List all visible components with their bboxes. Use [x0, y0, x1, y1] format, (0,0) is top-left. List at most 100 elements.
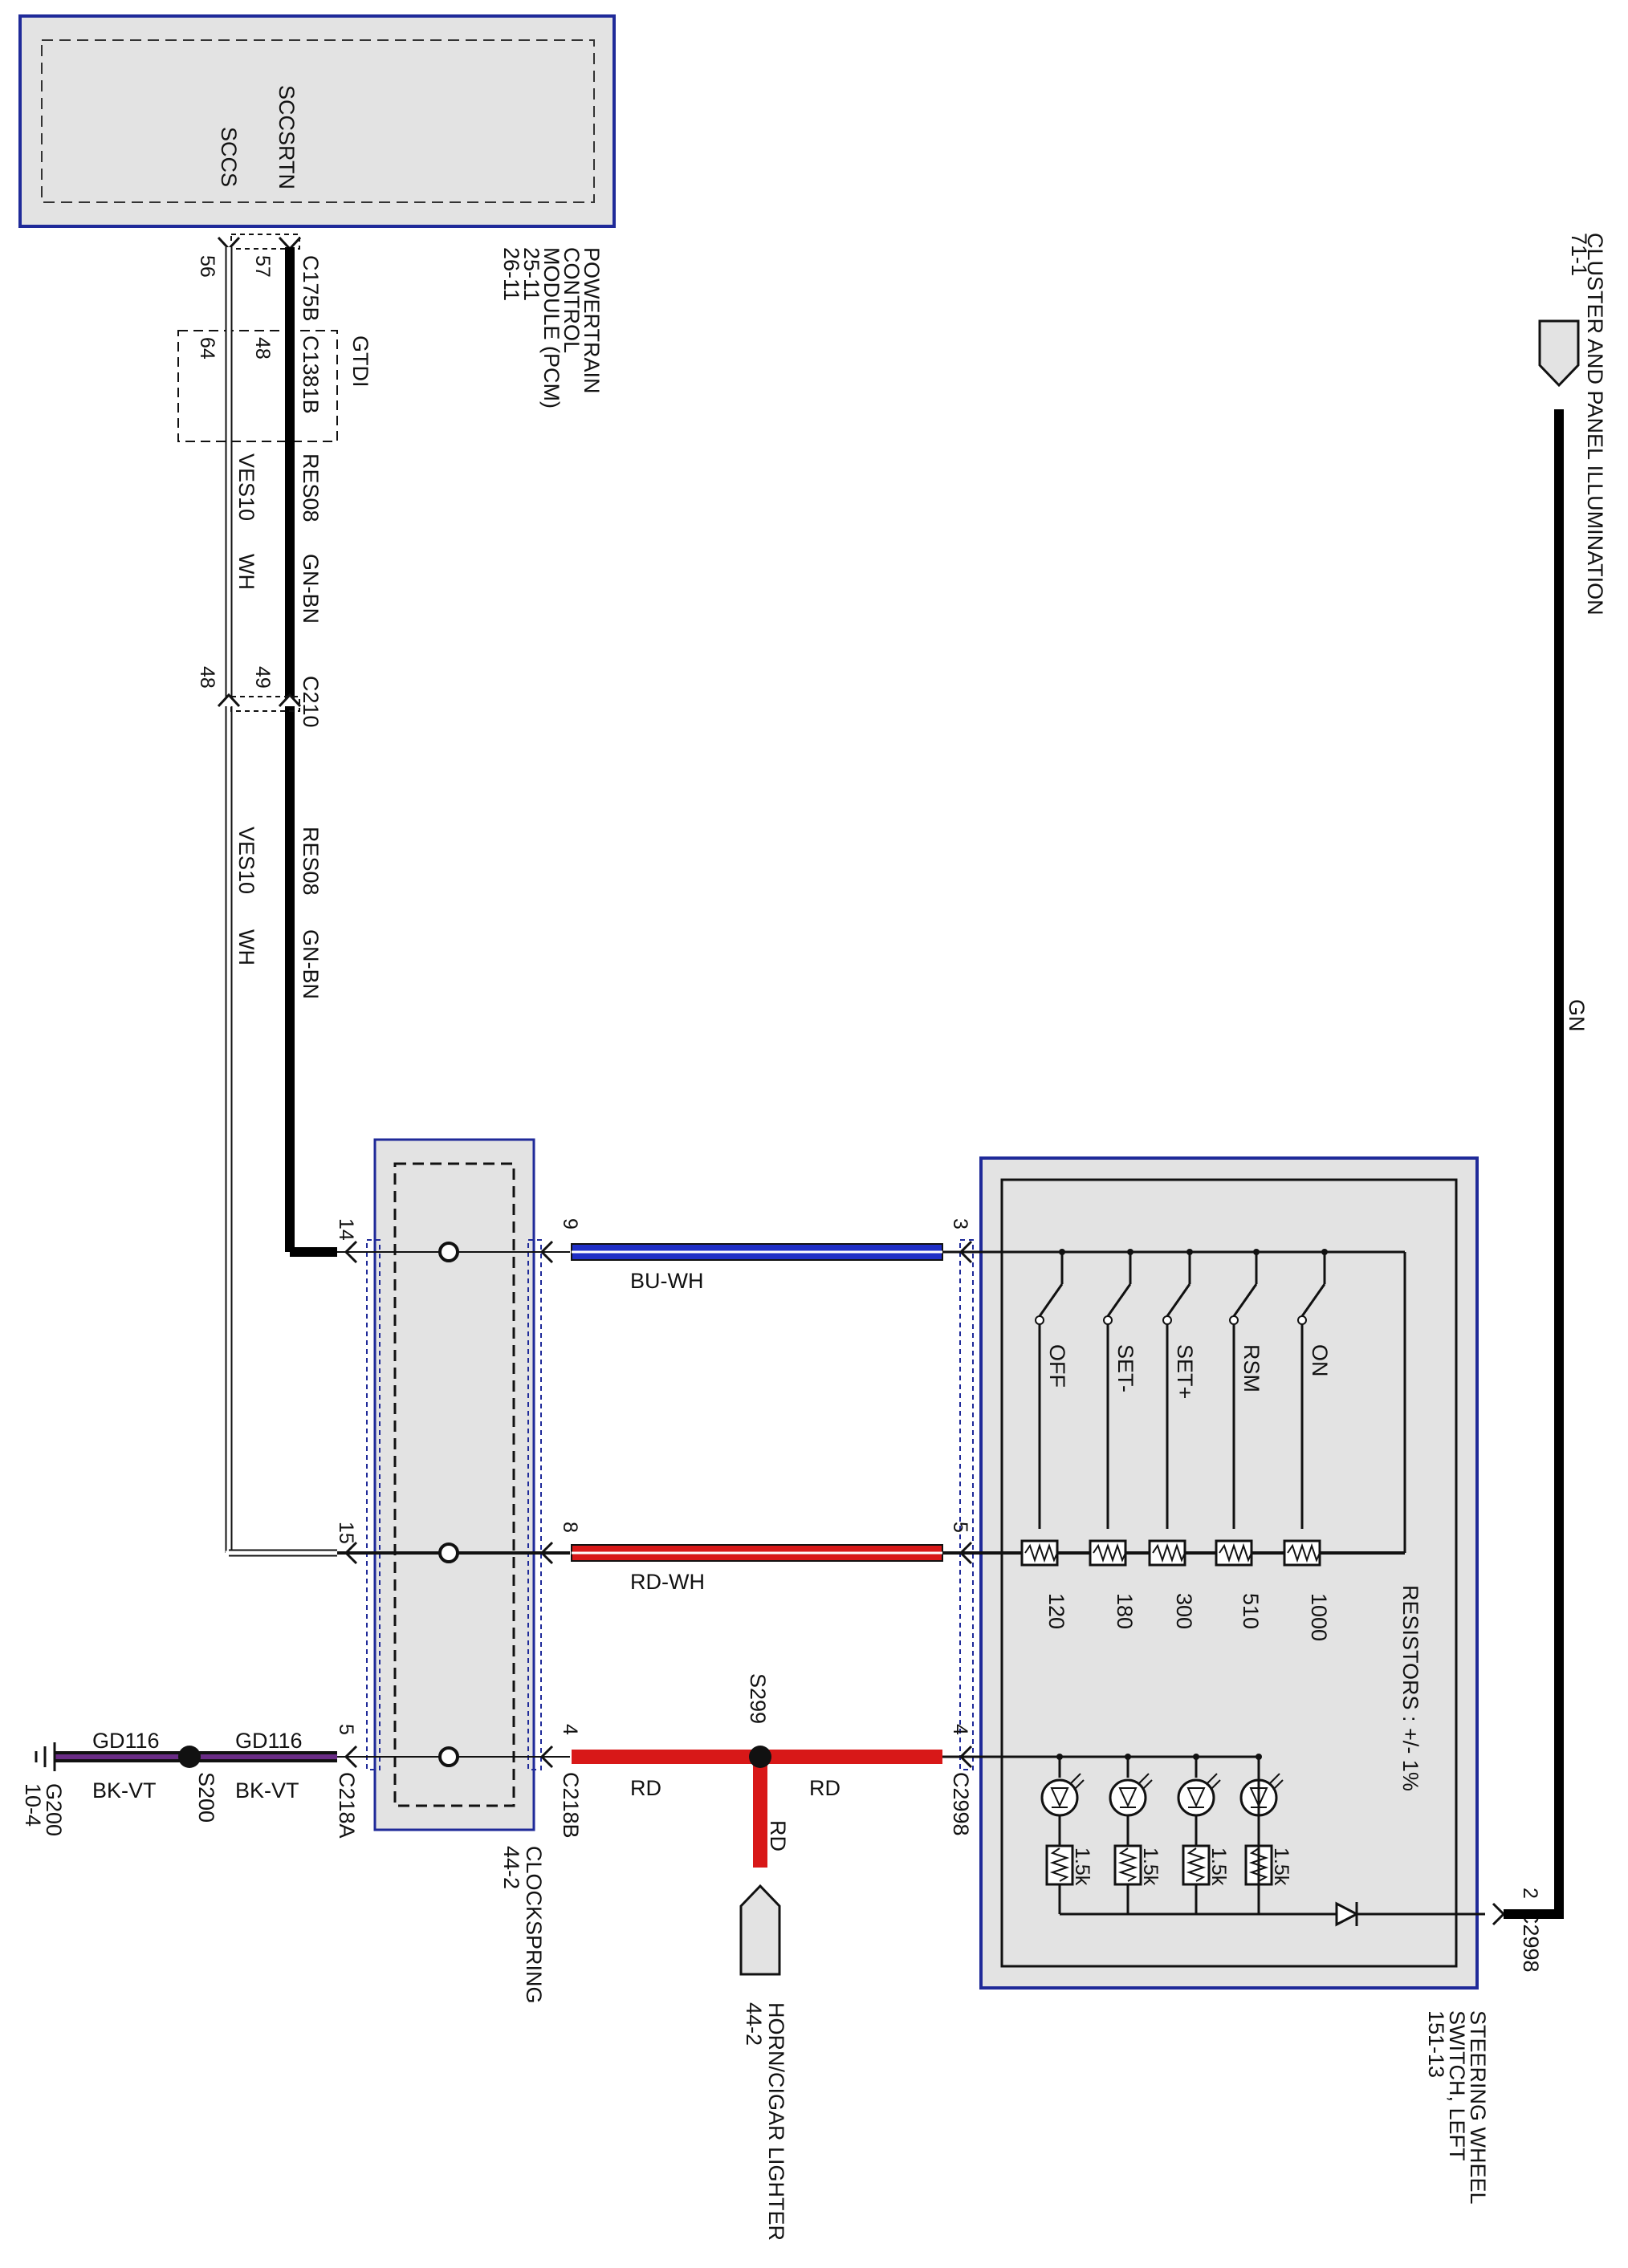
switch-connector-c2998: C2998 — [949, 1772, 973, 1836]
resistor-zigzag-3 — [1219, 1542, 1252, 1563]
clockspring-pin-9: 9 — [559, 1218, 581, 1230]
gtdi-label: GTDI — [348, 335, 372, 388]
connector-c218a: C218A — [335, 1772, 359, 1839]
button-label-2: SET+ — [1173, 1344, 1197, 1399]
button-contact-0 — [1038, 1283, 1064, 1317]
resistor-zigzag-0 — [1024, 1542, 1058, 1563]
pcm-title-line-3: MODULE (PCM) — [539, 247, 564, 408]
led-resistor-zigzag-2 — [1186, 1847, 1207, 1882]
clockspring-pin-8: 8 — [559, 1522, 581, 1533]
clockspring-contact-1 — [438, 1242, 459, 1262]
c1381b-pin-64: 64 — [196, 337, 218, 360]
pcm-title-line-1: POWERTRAIN — [580, 247, 604, 394]
led-ray-a-3 — [1269, 1773, 1280, 1784]
led-icon-0 — [1040, 1778, 1079, 1817]
clockspring-page: 44-2 — [499, 1846, 523, 1889]
rd-branch-label: RD — [766, 1820, 790, 1851]
led-ray-b-3 — [1272, 1779, 1284, 1790]
led-ray-a-2 — [1207, 1773, 1218, 1784]
wire-rd: S299 RD RD RD HORN/CIGAR LIGHTER 44-2 — [572, 1673, 942, 2241]
button-pivot-1 — [1103, 1315, 1113, 1325]
resistor-value-1: 180 — [1113, 1593, 1137, 1629]
button-label-3: RSM — [1239, 1344, 1264, 1392]
resistor-zigzag-4 — [1287, 1542, 1321, 1563]
gnbn-lower-label: GN-BN — [299, 929, 323, 999]
button-contact-3 — [1232, 1283, 1258, 1317]
bu-wh-label: BU-WH — [630, 1269, 703, 1293]
clockspring-contact-3 — [438, 1746, 459, 1767]
pcm-title-line-4: 25-11 — [519, 247, 543, 301]
gd116-right-label: GD116 — [235, 1729, 303, 1753]
rd-wh-label: RD-WH — [630, 1570, 705, 1594]
switch-pin-4: 4 — [949, 1724, 971, 1735]
led-resistor-zigzag-1 — [1117, 1847, 1138, 1882]
bkvt-right-label: BK-VT — [235, 1778, 299, 1803]
gd116-left-label: GD116 — [92, 1729, 160, 1753]
led-ray-a-0 — [1070, 1773, 1081, 1784]
button-pivot-4 — [1297, 1315, 1307, 1325]
led-resistor-value-2: 1.5k — [1207, 1847, 1230, 1886]
button-label-0: OFF — [1045, 1344, 1069, 1388]
led-resistor-value-0: 1.5k — [1071, 1847, 1093, 1886]
horn-page: 44-2 — [742, 2002, 766, 2046]
led-ray-a-1 — [1138, 1773, 1150, 1784]
clockspring-pin-15: 15 — [335, 1522, 357, 1544]
wire-ves10-wh — [225, 247, 337, 1557]
led-icon-2 — [1177, 1778, 1215, 1817]
resistor-value-4: 1000 — [1307, 1593, 1331, 1641]
rd-right-label: RD — [809, 1776, 840, 1800]
button-node-2 — [1186, 1249, 1193, 1255]
button-node-0 — [1059, 1249, 1065, 1255]
res08-upper-label: RES08 — [299, 453, 323, 522]
switch-title: STEERING WHEEL SWITCH, LEFT 151-13 — [1424, 2010, 1490, 2205]
resistor-value-0: 120 — [1044, 1593, 1068, 1629]
led-icon-1 — [1109, 1778, 1147, 1817]
s299-label: S299 — [746, 1673, 770, 1724]
clockspring-label: CLOCKSPRING — [522, 1846, 546, 2004]
resistor-zigzag-1 — [1093, 1542, 1126, 1563]
diode-icon — [1335, 1901, 1360, 1927]
led-triangle-2 — [1186, 1787, 1206, 1808]
resistor-value-2: 300 — [1172, 1593, 1196, 1629]
switch-title-line-2: SWITCH, LEFT — [1445, 2010, 1469, 2161]
switch-pin-2: 2 — [1519, 1888, 1541, 1899]
button-label-4: ON — [1308, 1344, 1332, 1377]
pcm-pin-sccs: SCCS — [217, 127, 241, 187]
cluster-page: 71-1 — [1567, 233, 1591, 276]
led-resistor-zigzag-0 — [1049, 1847, 1070, 1882]
button-label-1: SET- — [1113, 1344, 1138, 1392]
bkvt-left-label: BK-VT — [92, 1778, 157, 1803]
steering-wheel-switch: 3 5 4 C2998 OFF120SET-180SET+300RSM510ON… — [942, 1156, 1543, 1990]
resistor-value-3: 510 — [1239, 1593, 1263, 1629]
ground-circuit: GD116 GD116 BK-VT BK-VT S200 G200 10-4 — [21, 1729, 337, 1836]
button-pivot-3 — [1229, 1315, 1239, 1325]
ves10-upper-label: VES10 — [234, 453, 258, 521]
clockspring-contact-2 — [438, 1542, 459, 1563]
connector-c218b: C218B — [559, 1772, 583, 1839]
pcm-pin-sccsrtn: SCCSRTN — [275, 85, 299, 189]
ground-page: 10-4 — [21, 1783, 45, 1827]
switch-pin-3: 3 — [949, 1218, 971, 1230]
c210-pin-49: 49 — [251, 666, 274, 689]
connector-c1381b: GTDI C1381B 48 64 — [177, 330, 372, 442]
gnbn-upper-label: GN-BN — [299, 554, 323, 624]
horn-title: HORN/CIGAR LIGHTER — [764, 2002, 788, 2241]
wire-res08-gn-bn — [285, 247, 337, 1257]
cluster-illumination: CLUSTER AND PANEL ILLUMINATION 71-1 GN — [1504, 233, 1607, 1919]
c175b-pin-57: 57 — [251, 255, 274, 278]
led-resistor-value-3: 1.5k — [1270, 1847, 1292, 1886]
led-ray-b-2 — [1210, 1779, 1221, 1790]
resistor-zigzag-2 — [1152, 1542, 1186, 1563]
clockspring-pin-14: 14 — [335, 1218, 357, 1241]
button-node-4 — [1321, 1249, 1328, 1255]
cluster-title: CLUSTER AND PANEL ILLUMINATION — [1583, 233, 1607, 616]
splice-s200 — [178, 1746, 201, 1768]
pcm-title: POWERTRAIN CONTROL MODULE (PCM) 25-11 26… — [499, 247, 604, 408]
led-resistor-value-1: 1.5k — [1139, 1847, 1162, 1886]
led-triangle-0 — [1050, 1787, 1069, 1808]
led-ray-b-0 — [1073, 1779, 1085, 1790]
button-pivot-0 — [1035, 1315, 1044, 1325]
clockspring: 14 15 5 9 8 4 C218A C218B — [335, 1138, 583, 1839]
switch-connector-c2998-b: C2998 — [1519, 1908, 1543, 1973]
